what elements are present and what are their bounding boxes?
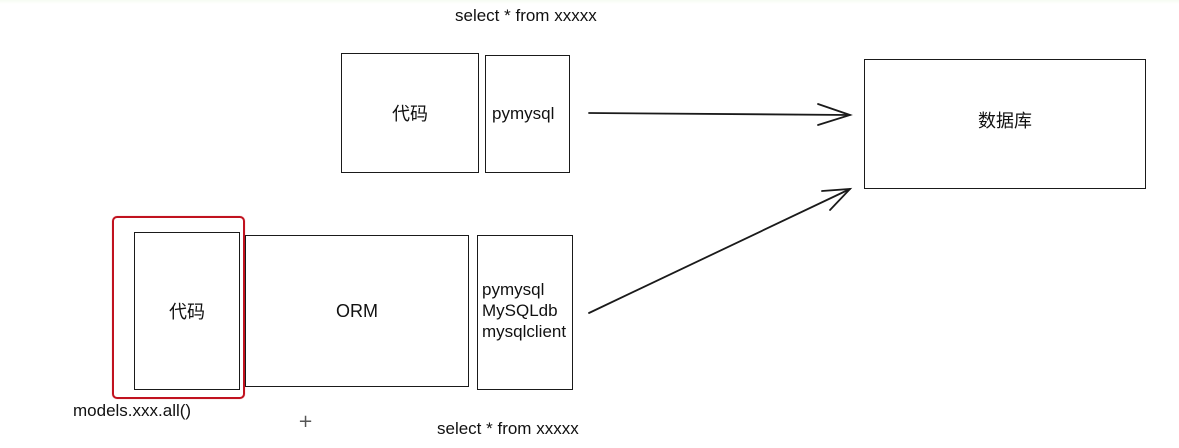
driver-item: pymysql [482,280,545,299]
top-query-caption: select * from xxxxx [455,6,597,25]
bottom-arrow [588,187,853,314]
top-arrow-head-icon [817,103,853,126]
driver-item: MySQLdb [482,301,558,320]
top-strip [0,0,1179,4]
orm-label: ORM [336,300,378,321]
bottom-query-caption: select * from xxxxx [437,419,579,438]
database-box[interactable]: 数据库 [864,59,1146,189]
driver-item: mysqlclient [482,322,567,341]
orm-box[interactable]: ORM [245,235,469,387]
orm-code-caption: models.xxx.all() [73,401,192,420]
code-highlight-frame [112,216,245,399]
bottom-arrow-shaft [588,188,851,314]
bottom-driver-box[interactable] [477,235,573,390]
driver-list: pymysql MySQLdb mysqlclient [482,279,566,342]
top-code-label: 代码 [392,104,428,125]
top-code-box[interactable]: 代码 [341,53,479,173]
bottom-code-box[interactable]: 代码 [134,232,240,390]
bottom-code-label: 代码 [169,302,205,323]
top-arrow [588,103,853,126]
bottom-arrow-head-icon [821,187,853,211]
top-driver-box[interactable]: pymysql [485,55,570,173]
database-label: 数据库 [978,111,1032,132]
top-arrow-shaft [588,112,851,116]
top-driver-label: pymysql [492,104,555,123]
crosshair-cursor-icon: + [298,411,314,432]
